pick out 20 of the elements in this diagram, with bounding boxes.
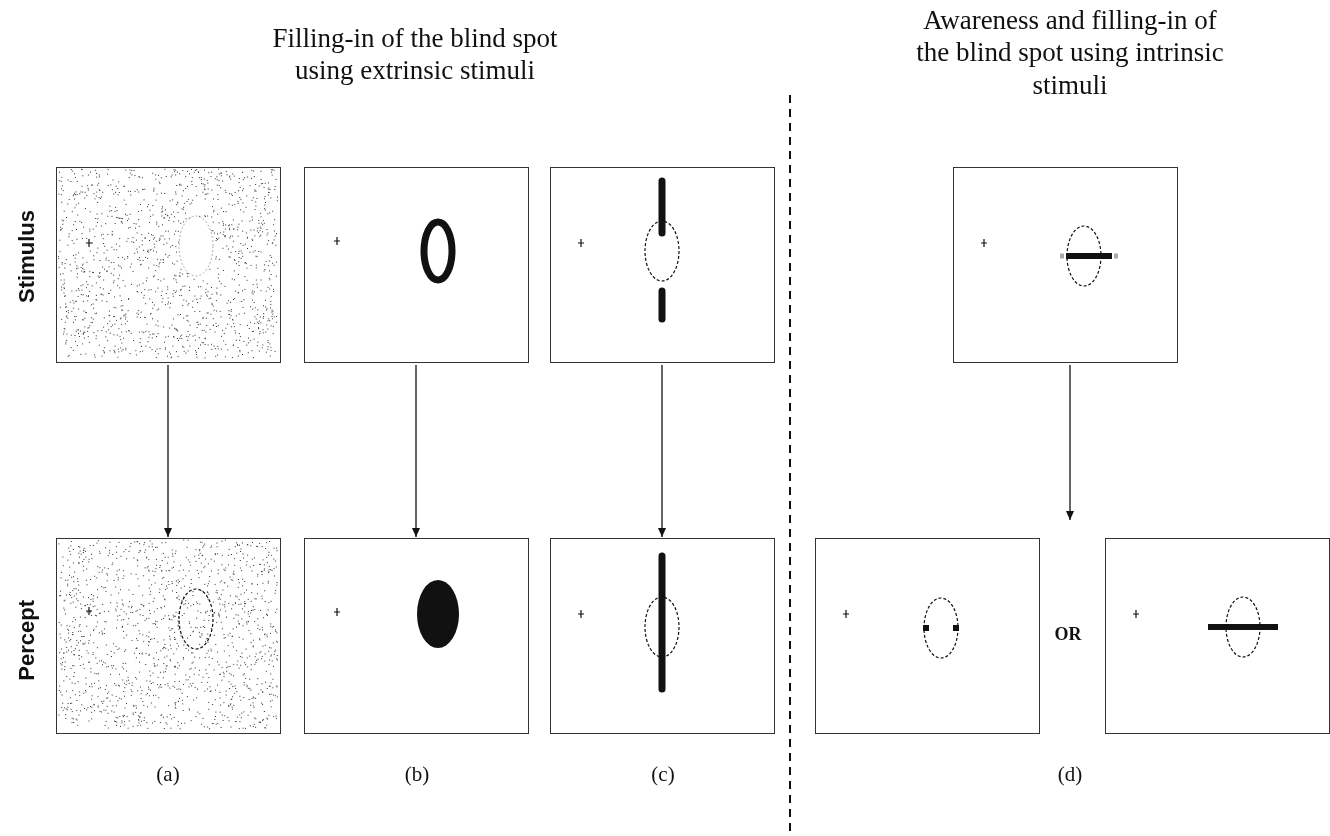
percept-panel: [304, 538, 529, 734]
panel-label: (b): [403, 762, 431, 788]
stimulus-panel: [304, 167, 529, 363]
stimulus-panel: [550, 167, 775, 363]
percept-panel: [550, 538, 775, 734]
arrow: [1066, 364, 1074, 521]
percept-panel: [815, 538, 1040, 734]
arrow: [412, 364, 420, 538]
arrow: [658, 364, 666, 538]
stimulus-panel: [953, 167, 1178, 363]
arrow: [164, 364, 172, 538]
row-label: Percept: [14, 600, 40, 681]
row-label: Stimulus: [14, 210, 40, 303]
panel-label: (d): [1056, 762, 1084, 788]
or-text: OR: [1053, 624, 1083, 646]
percept-panel: [1105, 538, 1330, 734]
panel-label: (c): [650, 762, 676, 788]
column-heading: Awareness and filling-in of the blind spot using intrinsic stimuli: [915, 4, 1225, 102]
column-heading: Filling-in of the blind spot using extrinsic stimuli: [271, 22, 559, 87]
panel-label: (a): [155, 762, 181, 788]
